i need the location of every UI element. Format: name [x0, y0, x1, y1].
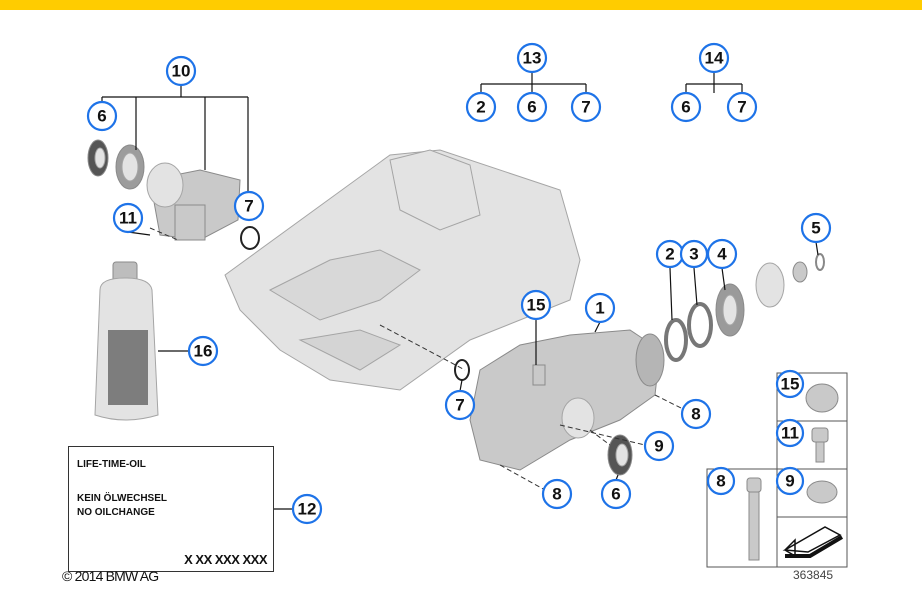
- transmission-housing: [224, 149, 581, 391]
- callout-number: 12: [298, 500, 317, 519]
- shim-rings: [454, 253, 825, 476]
- callout-11[interactable]: 11: [775, 418, 805, 448]
- callout-15[interactable]: 15: [520, 289, 552, 321]
- callout-number: 4: [717, 245, 727, 264]
- small-parts-panel: [706, 372, 848, 568]
- callout-number: 7: [581, 98, 590, 117]
- callout-number: 8: [691, 405, 700, 424]
- callout-number: 15: [781, 375, 800, 394]
- callout-number: 9: [654, 437, 663, 456]
- callout-6[interactable]: 6: [670, 91, 702, 123]
- callout-12[interactable]: 12: [291, 493, 323, 525]
- callout-11[interactable]: 11: [112, 202, 144, 234]
- label-line-2: KEIN ÖLWECHSEL: [77, 493, 168, 504]
- diagram-number: 363845: [793, 568, 834, 582]
- callout-9[interactable]: 9: [643, 430, 675, 462]
- callout-13[interactable]: 13: [516, 42, 548, 74]
- callout-2[interactable]: 2: [465, 91, 497, 123]
- front-differential: [469, 329, 665, 471]
- callout-number: 11: [119, 209, 137, 228]
- callout-number: 6: [527, 98, 536, 117]
- flange-housing: [87, 139, 260, 250]
- callout-number: 8: [552, 485, 561, 504]
- copyright-text: © 2014 BMW AG: [62, 568, 159, 584]
- callout-number: 2: [476, 98, 485, 117]
- label-line-1: LIFE-TIME-OIL: [77, 459, 146, 470]
- callout-6[interactable]: 6: [600, 478, 632, 510]
- callout-8[interactable]: 8: [706, 466, 736, 496]
- oil-bottle: [94, 261, 159, 421]
- callout-10[interactable]: 10: [165, 55, 197, 87]
- callout-number: 5: [811, 219, 820, 238]
- callout-number: 6: [97, 107, 106, 126]
- callout-number: 7: [244, 197, 253, 216]
- callout-9[interactable]: 9: [775, 466, 805, 496]
- callout-14[interactable]: 14: [698, 42, 730, 74]
- callout-number: 11: [781, 424, 799, 443]
- callout-16[interactable]: 16: [187, 335, 219, 367]
- callout-7[interactable]: 7: [726, 91, 758, 123]
- callout-number: 9: [785, 472, 794, 491]
- callout-number: 7: [455, 396, 464, 415]
- callout-number: 2: [665, 245, 674, 264]
- callout-5[interactable]: 5: [800, 212, 832, 244]
- callout-7[interactable]: 7: [233, 190, 265, 222]
- callout-number: 6: [681, 98, 690, 117]
- callout-number: 7: [737, 98, 746, 117]
- callout-6[interactable]: 6: [86, 100, 118, 132]
- top-accent-bar: [0, 0, 922, 10]
- label-line-3: NO OILCHANGE: [77, 507, 155, 518]
- callout-number: 1: [595, 299, 604, 318]
- callout-8[interactable]: 8: [680, 398, 712, 430]
- callout-number: 13: [523, 49, 542, 68]
- callout-number: 14: [705, 49, 724, 68]
- callout-4[interactable]: 4: [706, 238, 738, 270]
- callout-8[interactable]: 8: [541, 478, 573, 510]
- label-part-number: X XX XXX XXX: [184, 552, 267, 567]
- callout-number: 3: [689, 245, 698, 264]
- callout-6[interactable]: 6: [516, 91, 548, 123]
- callout-7[interactable]: 7: [570, 91, 602, 123]
- callout-7[interactable]: 7: [444, 389, 476, 421]
- callout-number: 16: [194, 342, 213, 361]
- callout-number: 8: [716, 472, 725, 491]
- callout-3[interactable]: 3: [679, 239, 709, 269]
- callout-2[interactable]: 2: [655, 239, 685, 269]
- callout-number: 6: [611, 485, 620, 504]
- callout-15[interactable]: 15: [775, 369, 805, 399]
- callout-number: 15: [527, 296, 546, 315]
- callout-1[interactable]: 1: [584, 292, 616, 324]
- callout-number: 10: [172, 62, 191, 81]
- oil-label-sticker: LIFE-TIME-OIL KEIN ÖLWECHSEL NO OILCHANG…: [68, 446, 274, 572]
